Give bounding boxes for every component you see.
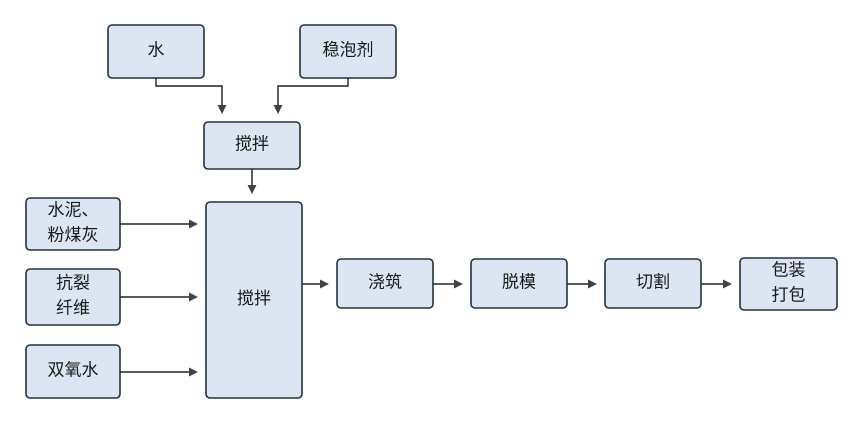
node-box[interactable] (25, 268, 121, 326)
edge-casting-to-demolding (433, 279, 463, 289)
node-label-line: 脱模 (502, 273, 536, 292)
node-casting[interactable]: 浇筑 (336, 258, 434, 309)
node-mix-2[interactable]: 搅拌 (205, 201, 303, 399)
node-box[interactable] (739, 257, 838, 311)
node-label-line: 搅拌 (235, 135, 269, 154)
node-label-line: 稳泡剂 (323, 41, 374, 60)
node-water[interactable]: 水 (107, 24, 205, 79)
edges-layer (120, 78, 732, 377)
node-packaging[interactable]: 包装打包 (739, 257, 838, 311)
nodes-layer: 水稳泡剂搅拌水泥、粉煤灰抗裂纤维双氧水搅拌浇筑脱模切割包装打包 (25, 24, 838, 399)
node-box[interactable] (299, 24, 397, 79)
edge-stabilizer-to-mix1 (273, 78, 349, 114)
edge-demolding-to-cutting (567, 279, 597, 289)
node-anticrack-fiber[interactable]: 抗裂纤维 (25, 268, 121, 326)
arrowhead-icon (273, 105, 283, 114)
edge-fiber-to-mix2 (120, 292, 198, 302)
arrowhead-icon (247, 185, 257, 194)
node-box[interactable] (470, 258, 568, 309)
arrowhead-icon (588, 279, 597, 289)
edge-line (277, 78, 349, 105)
node-label-line: 切割 (636, 273, 670, 292)
node-label: 双氧水 (48, 361, 99, 380)
node-box[interactable] (205, 201, 303, 399)
node-label-line: 纤维 (56, 299, 90, 318)
arrowhead-icon (189, 292, 198, 302)
node-label-line: 抗裂 (56, 274, 90, 293)
node-mix-1[interactable]: 搅拌 (203, 121, 301, 170)
node-label-line: 双氧水 (48, 361, 99, 380)
node-label: 脱模 (502, 273, 536, 292)
edge-line (155, 78, 223, 105)
node-label: 浇筑 (368, 273, 402, 292)
edge-water-to-mix1 (155, 78, 227, 114)
node-label: 包装打包 (772, 261, 806, 305)
node-label-line: 打包 (772, 286, 806, 305)
node-label-line: 浇筑 (368, 273, 402, 292)
edge-peroxide-to-mix2 (120, 367, 198, 377)
node-foam-stabilizer[interactable]: 稳泡剂 (299, 24, 397, 79)
arrowhead-icon (320, 279, 329, 289)
edge-mix2-to-casting (302, 279, 329, 289)
node-label: 抗裂纤维 (56, 274, 90, 318)
node-cement-flyash[interactable]: 水泥、粉煤灰 (25, 197, 121, 251)
node-demolding[interactable]: 脱模 (470, 258, 568, 309)
node-label: 稳泡剂 (323, 41, 374, 60)
edge-cement-to-mix2 (120, 219, 198, 229)
arrowhead-icon (189, 367, 198, 377)
arrowhead-icon (217, 105, 227, 114)
node-label: 水 (148, 41, 165, 60)
node-box[interactable] (604, 258, 702, 309)
node-label-line: 水泥、 (48, 201, 99, 220)
node-cutting[interactable]: 切割 (604, 258, 702, 309)
node-label: 水泥、粉煤灰 (48, 201, 99, 245)
arrowhead-icon (454, 279, 463, 289)
edge-cutting-to-packaging (701, 279, 732, 289)
node-hydrogen-peroxide[interactable]: 双氧水 (25, 344, 121, 399)
node-label: 搅拌 (235, 135, 269, 154)
node-label-line: 包装 (772, 261, 806, 280)
node-label-line: 搅拌 (237, 289, 271, 308)
arrowhead-icon (189, 219, 198, 229)
node-label-line: 粉煤灰 (48, 226, 99, 245)
node-label: 切割 (636, 273, 670, 292)
node-box[interactable] (203, 121, 301, 170)
node-label: 搅拌 (237, 289, 271, 308)
node-box[interactable] (336, 258, 434, 309)
node-box[interactable] (107, 24, 205, 79)
node-label-line: 水 (148, 41, 165, 60)
node-box[interactable] (25, 197, 121, 251)
arrowhead-icon (723, 279, 732, 289)
node-box[interactable] (25, 344, 121, 399)
edge-mix1-to-mix2 (247, 169, 257, 194)
